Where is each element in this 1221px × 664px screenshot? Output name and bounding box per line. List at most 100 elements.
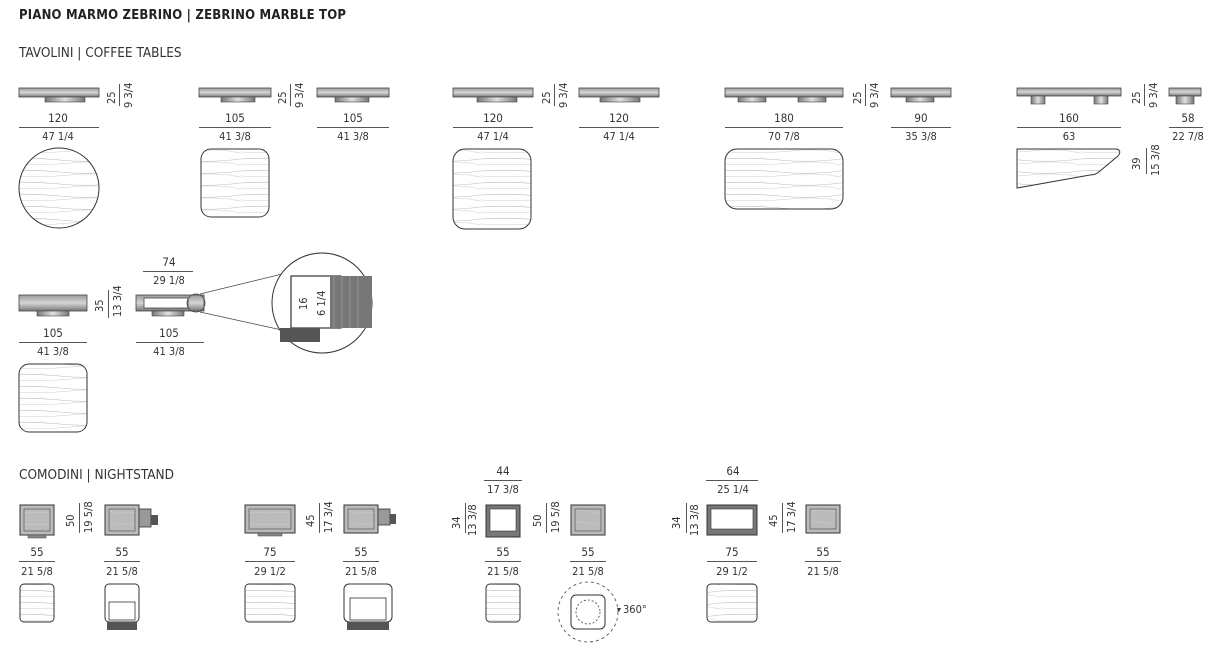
nightstand-44-open-front bbox=[485, 504, 521, 538]
dim-vertical-in: 17 3/4 bbox=[322, 501, 335, 533]
section-title-nightstands: COMODINI | NIGHTSTAND bbox=[19, 467, 174, 483]
dim-rule bbox=[725, 127, 843, 128]
dim-cm: 120 bbox=[483, 111, 503, 125]
coffee-table-120-elevation-a bbox=[452, 87, 534, 103]
dim-cm: 120 bbox=[48, 111, 68, 125]
dim-cm: 55 bbox=[816, 545, 830, 559]
dim-cm: 55 bbox=[115, 545, 129, 559]
coffee-table-105-tall-plan bbox=[18, 363, 88, 433]
dim-rule bbox=[865, 84, 866, 106]
coffee-table-detail-zoom bbox=[271, 252, 373, 354]
dim-vertical-in: 6 1/4 bbox=[315, 290, 328, 316]
nightstand-55d-side bbox=[805, 504, 841, 534]
nightstand-55-plan-drawer bbox=[104, 583, 140, 630]
dim-rule bbox=[343, 561, 379, 562]
dim-cm: 105 bbox=[343, 111, 363, 125]
dim-in: 47 1/4 bbox=[603, 130, 635, 143]
dim-vertical-cm: 39 bbox=[1130, 157, 1143, 170]
dim-rule bbox=[104, 561, 140, 562]
dim-rule bbox=[1017, 127, 1121, 128]
dim-rule bbox=[108, 290, 109, 318]
dim-in: 41 3/8 bbox=[37, 345, 69, 358]
dim-rule bbox=[546, 503, 547, 533]
dim-vertical-cm: 25 bbox=[851, 91, 864, 104]
dim-vertical-in: 9 3/4 bbox=[293, 82, 306, 108]
nightstand-75b-plan bbox=[706, 583, 758, 623]
dim-in: 35 3/8 bbox=[905, 130, 937, 143]
dim-cm: 120 bbox=[609, 111, 629, 125]
dim-in: 21 5/8 bbox=[487, 565, 519, 578]
dim-in: 21 5/8 bbox=[807, 565, 839, 578]
dim-cm: 160 bbox=[1059, 111, 1079, 125]
coffee-table-58-elevation bbox=[1168, 87, 1202, 105]
dim-in: 29 1/8 bbox=[153, 274, 185, 287]
dim-rule bbox=[485, 561, 521, 562]
dim-cm: 105 bbox=[159, 326, 179, 340]
section-title-coffee-tables: TAVOLINI | COFFEE TABLES bbox=[19, 45, 182, 61]
dim-rule bbox=[19, 342, 87, 343]
dim-in: 70 7/8 bbox=[768, 130, 800, 143]
dim-rule bbox=[465, 503, 466, 533]
dim-vertical-cm: 25 bbox=[540, 91, 553, 104]
dim-rule bbox=[805, 561, 841, 562]
dim-vertical-in: 19 5/8 bbox=[82, 501, 95, 533]
dim-in: 47 1/4 bbox=[477, 130, 509, 143]
dim-rule bbox=[686, 503, 687, 533]
dim-vertical-cm: 45 bbox=[767, 514, 780, 527]
dim-vertical-cm: 45 bbox=[304, 514, 317, 527]
dim-in: 41 3/8 bbox=[337, 130, 369, 143]
coffee-table-120-elevation-b bbox=[578, 87, 660, 103]
coffee-table-160-elevation bbox=[1016, 87, 1122, 105]
dim-rule bbox=[119, 84, 120, 106]
dim-vertical-in: 9 3/4 bbox=[868, 82, 881, 108]
dim-in: 25 1/4 bbox=[717, 483, 749, 496]
dim-cm: 74 bbox=[162, 255, 176, 269]
dim-rule bbox=[79, 503, 80, 533]
dim-vertical-cm: 35 bbox=[93, 299, 106, 312]
dim-cm: 105 bbox=[43, 326, 63, 340]
dim-rule bbox=[891, 127, 951, 128]
dim-vertical-in: 19 5/8 bbox=[549, 501, 562, 533]
page-title: PIANO MARMO ZEBRINO | ZEBRINO MARBLE TOP bbox=[19, 8, 347, 23]
nightstand-75-plan bbox=[244, 583, 296, 623]
dim-rule bbox=[199, 127, 271, 128]
dim-in: 29 1/2 bbox=[716, 565, 748, 578]
dim-vertical-in: 13 3/8 bbox=[688, 504, 701, 536]
coffee-table-120-square-plan bbox=[452, 148, 532, 230]
dim-in: 21 5/8 bbox=[345, 565, 377, 578]
dim-cm: 55 bbox=[496, 545, 510, 559]
dim-cm: 55 bbox=[581, 545, 595, 559]
dim-rule bbox=[453, 127, 533, 128]
coffee-table-105-tall-elevation bbox=[18, 294, 88, 317]
dim-cm: 90 bbox=[914, 111, 928, 125]
dim-in: 47 1/4 bbox=[42, 130, 74, 143]
coffee-table-180-elevation bbox=[724, 87, 844, 103]
nightstand-55b-plan-drawer bbox=[343, 583, 393, 630]
dim-vertical-cm: 16 bbox=[297, 297, 310, 310]
nightstand-rotating-plan bbox=[557, 581, 619, 643]
dim-vertical-in: 9 3/4 bbox=[1147, 82, 1160, 108]
dim-rule bbox=[1144, 84, 1145, 106]
coffee-table-120-round-plan bbox=[18, 147, 100, 229]
dim-rule bbox=[317, 127, 389, 128]
dim-cm: 105 bbox=[225, 111, 245, 125]
dim-in: 17 3/8 bbox=[487, 483, 519, 496]
rotation-arrow-icon bbox=[617, 608, 621, 612]
dim-cm: 75 bbox=[263, 545, 277, 559]
dim-vertical-cm: 25 bbox=[1130, 91, 1143, 104]
nightstand-55-side bbox=[104, 504, 158, 536]
dim-rule bbox=[143, 271, 193, 272]
coffee-table-180-rect-plan bbox=[724, 148, 844, 210]
nightstand-55c-plan bbox=[485, 583, 521, 623]
nightstand-55c-side bbox=[570, 504, 606, 536]
coffee-table-120-elevation bbox=[18, 87, 100, 103]
dim-rule bbox=[579, 127, 659, 128]
coffee-table-105-elevation-b bbox=[316, 87, 390, 103]
dim-vertical-in: 17 3/4 bbox=[785, 501, 798, 533]
dim-vertical-cm: 34 bbox=[450, 516, 463, 529]
nightstand-55-front bbox=[19, 504, 55, 539]
dim-in: 22 7/8 bbox=[1172, 130, 1204, 143]
dim-in: 21 5/8 bbox=[21, 565, 53, 578]
dim-cm: 180 bbox=[774, 111, 794, 125]
